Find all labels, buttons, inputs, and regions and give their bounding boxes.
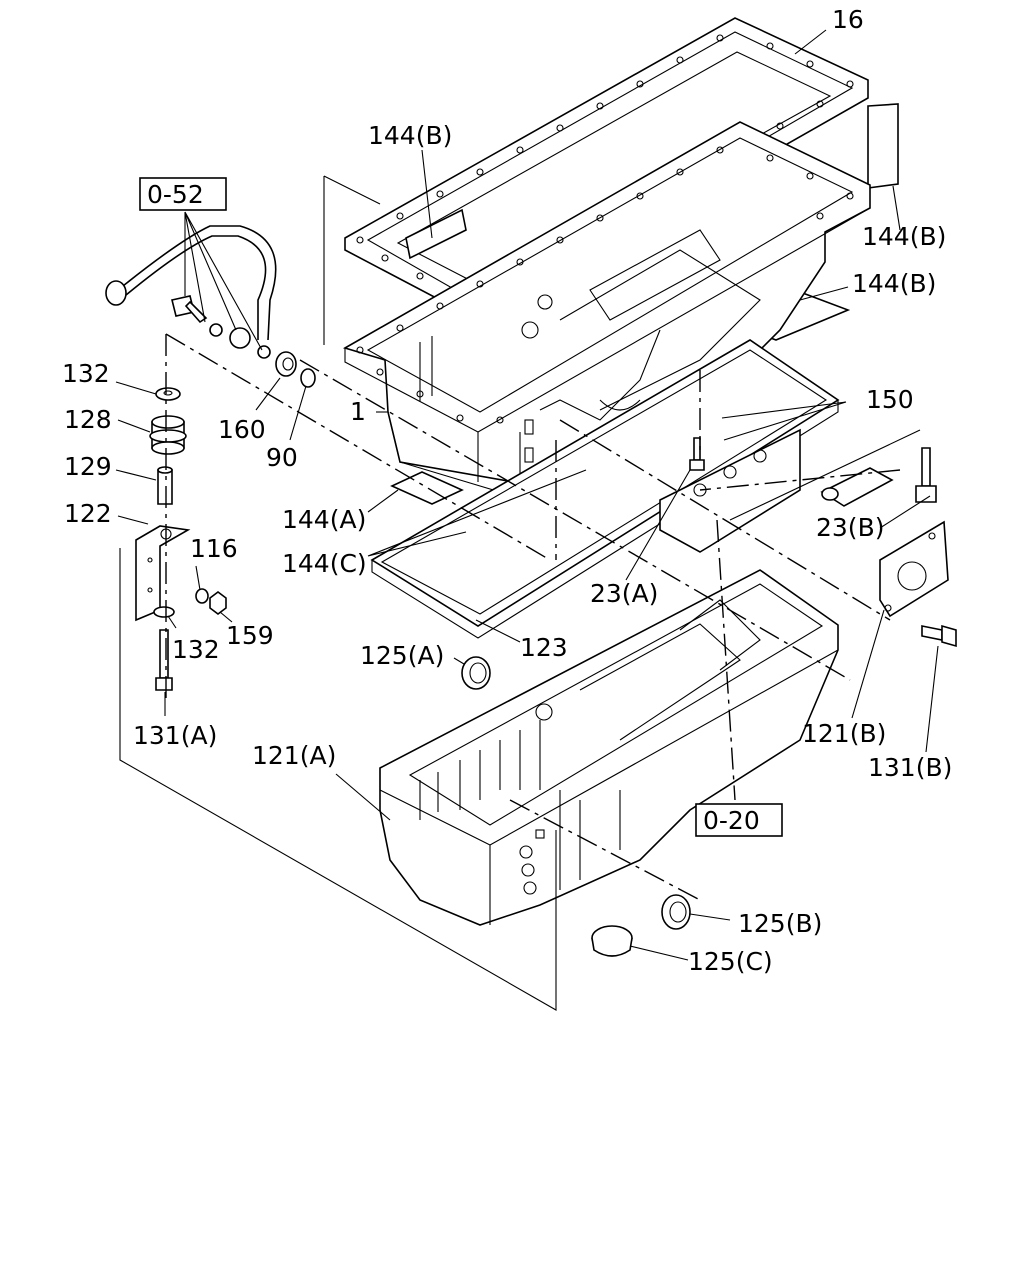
spacer-129 <box>157 466 173 505</box>
plug-125b <box>661 894 691 930</box>
label-1: 1 <box>350 397 366 426</box>
group-brackets <box>119 175 921 1011</box>
hose-assembly <box>105 225 277 359</box>
gasket-strip-144a <box>390 471 464 505</box>
label-122: 122 <box>64 499 112 528</box>
label-144b-right: 144(B) <box>862 222 946 251</box>
lower-pan-gasket <box>370 339 840 639</box>
gasket-strip-144b-top <box>405 208 467 260</box>
label-160: 160 <box>218 415 266 444</box>
mount-washer-132-bottom <box>153 606 175 618</box>
svg-text:0-52: 0-52 <box>147 180 204 209</box>
reference-box-0-52[interactable]: 0-52 <box>139 177 227 211</box>
oil-pan-gasket-top <box>344 17 869 321</box>
label-144b-top: 144(B) <box>368 121 452 150</box>
bolt-131b <box>921 624 957 648</box>
label-159: 159 <box>226 621 274 650</box>
bracket-121b <box>879 520 949 618</box>
label-132-bottom: 132 <box>172 635 220 664</box>
label-150: 150 <box>866 385 914 414</box>
mount-rubber-128 <box>149 415 187 455</box>
reference-box-0-20[interactable]: 0-20 <box>695 803 783 837</box>
nut-159 <box>209 591 227 615</box>
alignment-lines <box>165 333 901 901</box>
plug-125a <box>461 656 491 690</box>
label-125b: 125(B) <box>738 909 822 938</box>
label-123: 123 <box>520 633 568 662</box>
gasket-strip-144b-right <box>867 103 899 189</box>
svg-text:0-20: 0-20 <box>703 806 760 835</box>
plug-125c <box>591 925 633 957</box>
label-129: 129 <box>64 452 112 481</box>
bracket-122 <box>135 525 191 622</box>
washer-116 <box>195 588 209 604</box>
label-23a: 23(A) <box>590 579 658 608</box>
label-131a: 131(A) <box>133 721 217 750</box>
label-144b-mid: 144(B) <box>852 269 936 298</box>
oring-90 <box>300 368 316 388</box>
label-121a: 121(A) <box>252 741 336 770</box>
pipe-fitting <box>820 467 894 507</box>
mount-washer-132-top <box>155 387 181 401</box>
label-128: 128 <box>64 405 112 434</box>
label-144c: 144(C) <box>282 549 367 578</box>
label-125a: 125(A) <box>360 641 444 670</box>
leader-lines <box>115 29 939 961</box>
label-131b: 131(B) <box>868 753 952 782</box>
bolt-23b <box>915 447 937 503</box>
part-labels: 16 144(B) 144(B) 144(B) 132 128 129 122 … <box>62 5 952 976</box>
label-23b: 23(B) <box>816 513 884 542</box>
bolt-23a <box>689 437 705 471</box>
label-125c: 125(C) <box>688 947 773 976</box>
label-121b: 121(B) <box>802 719 886 748</box>
label-116: 116 <box>190 534 238 563</box>
bolt-131a <box>155 629 173 691</box>
label-16: 16 <box>832 5 864 34</box>
lower-oil-pan <box>379 569 839 926</box>
label-132-top: 132 <box>62 359 110 388</box>
seal-160 <box>275 351 297 377</box>
label-144a: 144(A) <box>282 505 366 534</box>
label-90: 90 <box>266 443 298 472</box>
